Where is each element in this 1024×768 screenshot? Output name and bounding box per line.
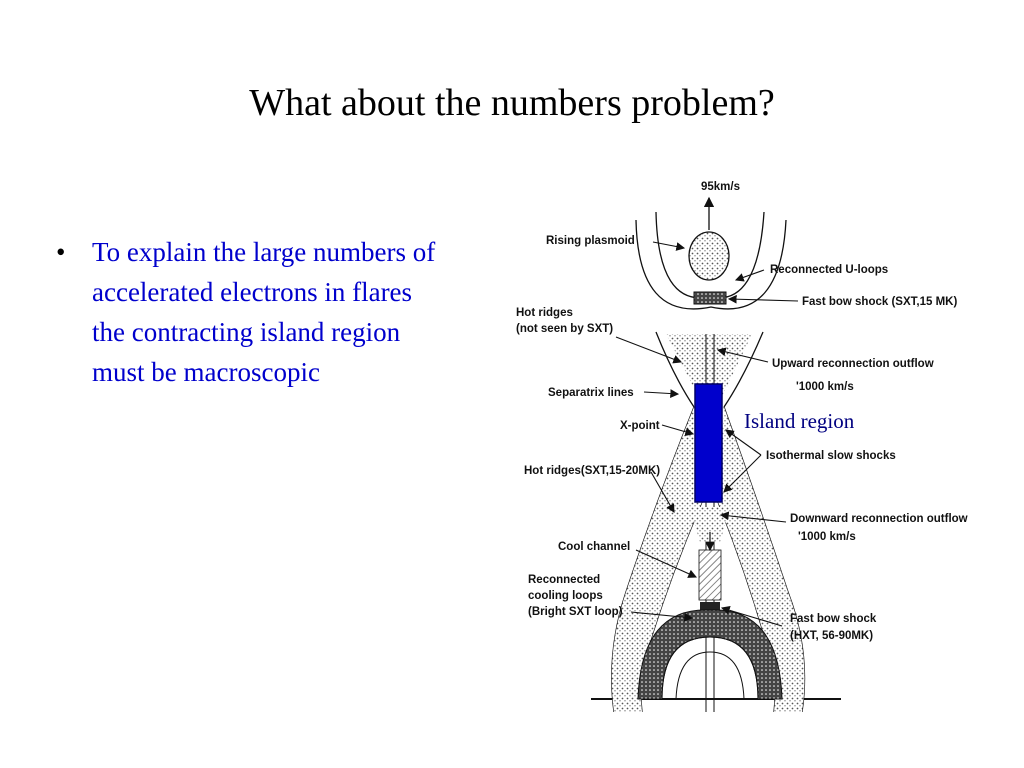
u-loop-outer	[635, 219, 787, 310]
label-speed-top: 95km/s	[701, 181, 740, 193]
label-cool-channel: Cool channel	[558, 541, 630, 553]
label-upward-speed: '1000 km/s	[796, 381, 854, 393]
label-fast-bow-shock-top: Fast bow shock (SXT,15 MK)	[802, 296, 957, 308]
label-reconnected-cooling-1: Reconnected	[528, 574, 600, 586]
cool-channel	[698, 549, 722, 601]
label-downward-speed: '1000 km/s	[798, 531, 856, 543]
bullet-list: • To explain the large numbers of accele…	[56, 232, 446, 392]
cooling-loop-inner	[661, 636, 759, 700]
label-hot-ridges-1b: (not seen by SXT)	[516, 323, 613, 335]
island-region-box	[694, 383, 723, 503]
bottom-bow-shock	[700, 602, 720, 611]
label-fast-bow-shock-bottom-2: (HXT, 56-90MK)	[790, 630, 873, 642]
label-upward-outflow: Upward reconnection outflow	[772, 358, 934, 370]
separatrix-upper-left-outer	[655, 331, 695, 408]
reconnection-diagram: 95km/s Rising plasmoid Reconnected U-loo…	[496, 172, 1016, 712]
bullet-marker: •	[56, 237, 66, 267]
label-separatrix-lines: Separatrix lines	[548, 387, 634, 399]
label-hot-ridges-1: Hot ridges	[516, 307, 573, 319]
label-island-region: Island region	[744, 409, 855, 433]
separatrix-upper-right-outer	[723, 331, 764, 408]
top-bow-shock	[693, 291, 727, 305]
reconnection-diagram-svg: 95km/s Rising plasmoid Reconnected U-loo…	[516, 181, 968, 712]
label-rising-plasmoid: Rising plasmoid	[546, 235, 635, 247]
label-reconnected-cooling-2: cooling loops	[528, 590, 603, 602]
hot-ridge-right	[718, 407, 805, 712]
label-arrows	[615, 241, 799, 627]
label-hot-ridges-2: Hot ridges(SXT,15-20MK)	[524, 465, 660, 477]
label-isothermal-slow-shocks: Isothermal slow shocks	[766, 450, 896, 462]
label-x-point: X-point	[620, 420, 660, 432]
label-reconnected-cooling-3: (Bright SXT loop)	[528, 606, 623, 618]
bullet-text: To explain the large numbers of accelera…	[92, 237, 436, 387]
upward-outflow-region	[666, 334, 752, 404]
slide-title: What about the numbers problem?	[249, 82, 775, 124]
label-downward-outflow: Downward reconnection outflow	[790, 513, 968, 525]
label-reconnected-u-loops: Reconnected U-loops	[770, 264, 888, 276]
label-fast-bow-shock-bottom-1: Fast bow shock	[790, 613, 877, 625]
cooling-loop-innermost	[675, 651, 745, 700]
plasmoid	[688, 231, 730, 281]
